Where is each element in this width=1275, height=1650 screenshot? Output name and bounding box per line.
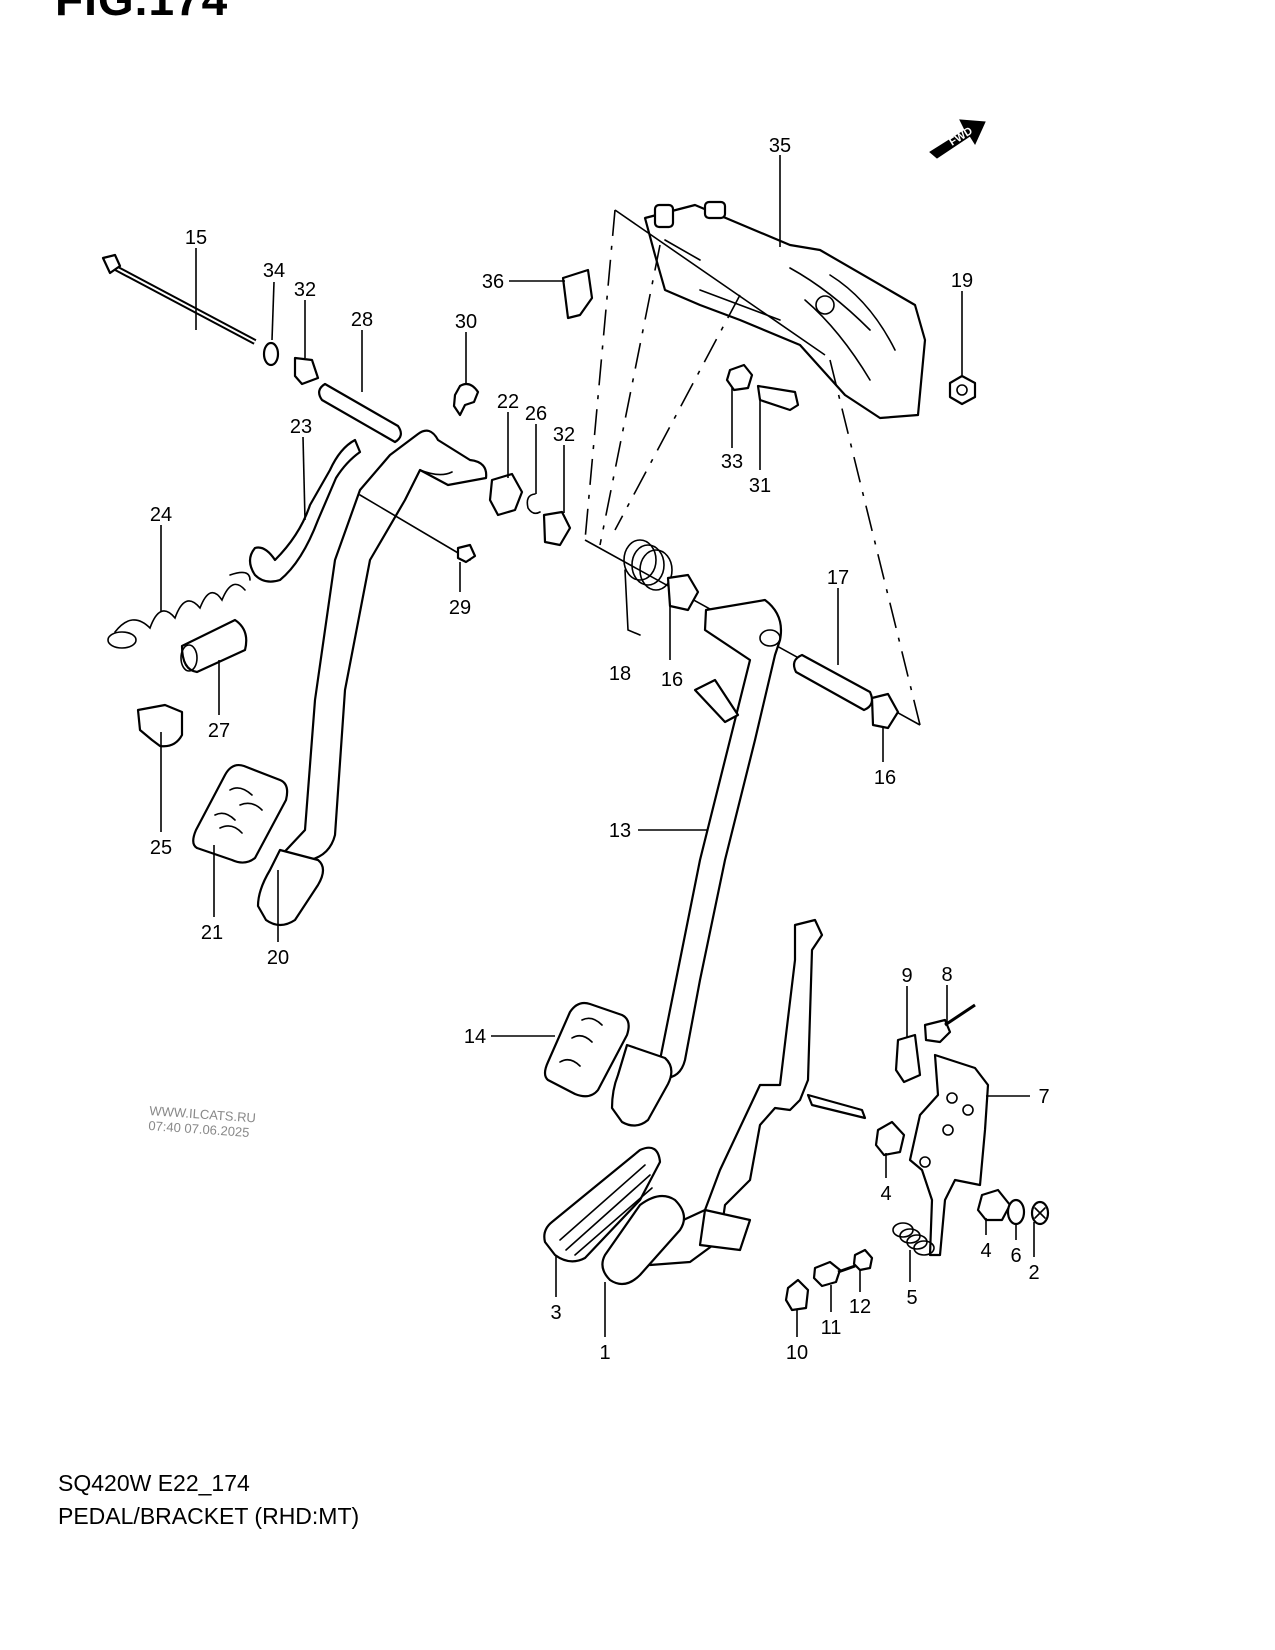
brake-pad[interactable] [610,1043,673,1127]
callout-33[interactable]: 33 [721,451,743,473]
bolt-36[interactable] [561,268,594,320]
callout-32b[interactable]: 32 [553,424,575,446]
callout-27[interactable]: 27 [208,720,230,742]
callout-6[interactable]: 6 [1010,1245,1021,1267]
callout-24[interactable]: 24 [150,504,172,526]
clutch-pad-20[interactable] [256,848,325,927]
pad-cover-14[interactable] [543,1001,630,1098]
callout-4b[interactable]: 4 [980,1240,991,1262]
callout-2[interactable]: 2 [1028,1262,1039,1284]
callout-31[interactable]: 31 [749,475,771,497]
pin-29[interactable] [456,543,477,564]
spring-5[interactable] [892,1222,935,1256]
accel-pad-3[interactable] [543,1146,662,1263]
callout-13[interactable]: 13 [609,820,631,842]
bolt-8[interactable] [923,1018,952,1044]
callout-5[interactable]: 5 [906,1287,917,1309]
callout-17[interactable]: 17 [827,567,849,589]
fwd-arrow-icon: FWD [929,119,986,159]
nut-12[interactable] [852,1248,874,1272]
callout-10[interactable]: 10 [786,1342,808,1364]
diagram-title: PEDAL/BRACKET (RHD:MT) [58,1503,360,1529]
bush-32[interactable] [293,356,320,386]
bolt-15[interactable] [101,253,257,345]
stopper-10[interactable] [784,1278,810,1312]
callout-1[interactable]: 1 [599,1342,610,1364]
callout-11[interactable]: 11 [821,1317,842,1339]
bush-16b[interactable] [870,692,900,730]
collar-33[interactable] [725,363,754,392]
callout-labels: 35 15 34 32 28 30 36 19 22 26 32 23 33 3… [150,135,1050,1364]
bush-4b[interactable] [976,1188,1012,1222]
bush-16a[interactable] [666,573,700,612]
callout-30[interactable]: 30 [455,311,477,333]
callout-9[interactable]: 9 [901,965,912,987]
callout-34[interactable]: 34 [263,260,285,282]
callout-19[interactable]: 19 [951,270,973,292]
callout-3[interactable]: 3 [550,1302,561,1324]
callout-12[interactable]: 12 [849,1296,871,1318]
figure-title: FIG.174 [55,0,228,26]
callout-7[interactable]: 7 [1038,1086,1049,1108]
bush-22[interactable] [488,472,524,517]
bush-32b[interactable] [542,510,572,547]
callout-21[interactable]: 21 [201,922,223,944]
bolt-31[interactable] [756,384,800,412]
bush-4a[interactable] [874,1120,906,1157]
pad-cover-21[interactable] [192,763,289,864]
callout-4a[interactable]: 4 [880,1183,891,1205]
washer-6[interactable] [1006,1198,1026,1226]
clutch-pedal-20[interactable] [273,429,488,864]
stopper-30[interactable] [452,382,480,417]
bush-27[interactable] [180,618,248,674]
rod-23[interactable] [248,438,362,583]
spring-24[interactable] [107,571,251,649]
clip-25[interactable] [136,703,184,748]
callout-25[interactable]: 25 [150,837,172,859]
callout-26[interactable]: 26 [525,403,547,425]
washer-34[interactable] [262,341,280,367]
callout-14[interactable]: 14 [464,1026,486,1048]
pedal-bracket[interactable] [643,200,927,420]
shaft [806,1093,867,1120]
accel-bracket-7[interactable] [908,1053,990,1257]
brake-pedal-13[interactable] [638,598,783,1080]
pipe-17[interactable] [792,653,874,712]
callout-32a[interactable]: 32 [294,279,316,301]
accelerator-pedal-1[interactable] [601,918,824,1286]
leader-lines [160,155,1035,1337]
callout-36[interactable]: 36 [482,271,504,293]
pipe-28[interactable] [318,382,402,444]
callout-28[interactable]: 28 [351,309,373,331]
spring-18[interactable] [623,539,673,636]
callout-35[interactable]: 35 [769,135,791,157]
diagram-code: SQ420W E22_174 [58,1470,250,1496]
callout-20[interactable]: 20 [267,947,289,969]
callout-16a[interactable]: 16 [661,669,683,691]
callout-8[interactable]: 8 [941,964,952,986]
clip-26[interactable] [526,493,541,515]
bolt-11[interactable] [812,1260,842,1288]
callout-15[interactable]: 15 [185,227,207,249]
callout-23[interactable]: 23 [290,416,312,438]
callout-22[interactable]: 22 [497,391,519,413]
nut-19[interactable] [948,374,977,406]
callout-16b[interactable]: 16 [874,767,896,789]
callout-18[interactable]: 18 [609,663,631,685]
stopper-9[interactable] [894,1033,922,1084]
callout-29[interactable]: 29 [449,597,471,619]
